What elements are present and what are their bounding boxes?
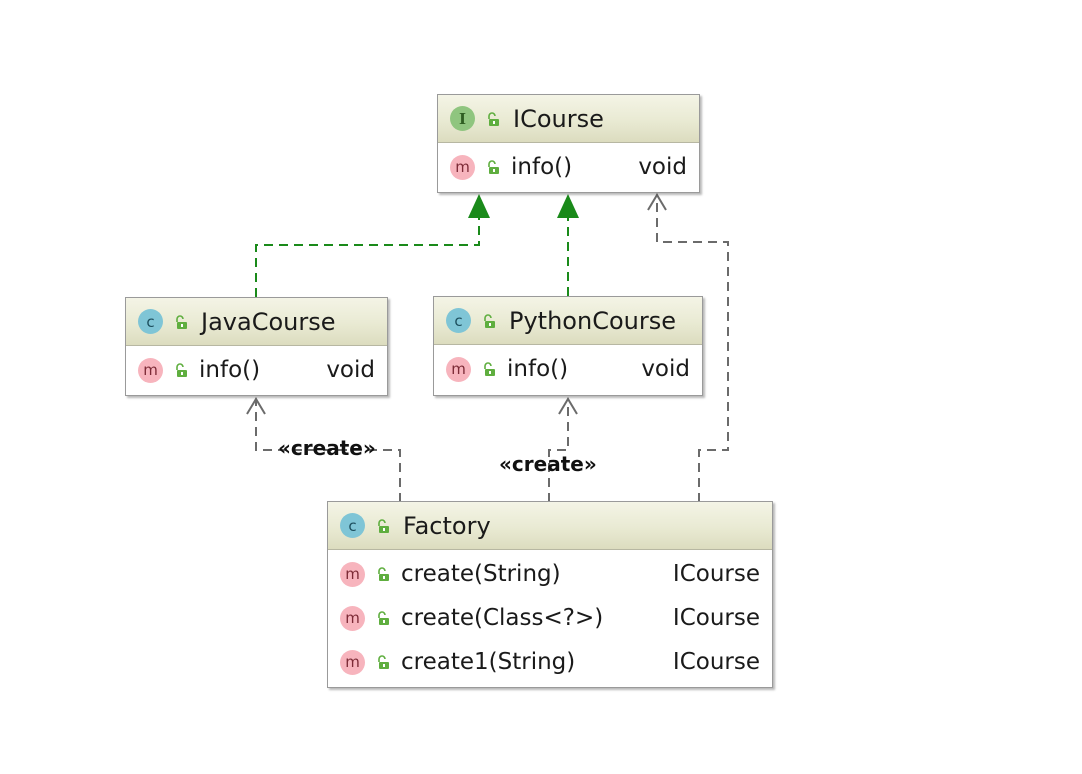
- javacourse-class-box[interactable]: c JavaCourse m info() void: [125, 297, 388, 396]
- factory-header: c Factory: [328, 502, 772, 550]
- create-arrowhead-javacourse: [246, 397, 266, 415]
- javacourse-header: c JavaCourse: [126, 298, 387, 346]
- factory-members: m create(String) ICourse m create(Class<…: [328, 550, 772, 684]
- pythoncourse-header: c PythonCourse: [434, 297, 702, 345]
- method-signature: create1(String): [401, 649, 576, 675]
- public-lock-icon: [378, 567, 389, 581]
- method-icon: m: [340, 561, 365, 587]
- method-icon: m: [446, 356, 471, 382]
- public-lock-icon: [488, 160, 499, 174]
- create-edge-pythoncourse[interactable]: [548, 400, 569, 502]
- create-edge-javacourse[interactable]: [255, 400, 401, 502]
- public-lock-icon: [176, 314, 187, 329]
- class-icon: c: [340, 513, 365, 538]
- factory-method-row[interactable]: m create1(String) ICourse: [328, 640, 772, 684]
- public-lock-icon: [488, 111, 499, 126]
- method-return-type: ICourse: [672, 605, 760, 631]
- factory-method-row[interactable]: m create(String) ICourse: [328, 552, 772, 596]
- factory-title: Factory: [403, 511, 491, 540]
- method-signature: create(Class<?>): [401, 605, 604, 631]
- public-lock-icon: [176, 363, 187, 377]
- public-lock-icon: [484, 362, 495, 376]
- implements-arrowhead-javacourse: [468, 194, 490, 218]
- javacourse-title: JavaCourse: [201, 307, 336, 336]
- public-lock-icon: [378, 611, 389, 625]
- icourse-method-row[interactable]: m info() void: [438, 145, 699, 189]
- pythoncourse-members: m info() void: [434, 345, 702, 391]
- icourse-header: I ICourse: [438, 95, 699, 143]
- dependency-arrowhead-icourse: [647, 193, 667, 211]
- class-icon: c: [446, 308, 471, 333]
- method-signature: create(String): [401, 561, 561, 587]
- method-return-type: void: [641, 356, 690, 382]
- factory-method-row[interactable]: m create(Class<?>) ICourse: [328, 596, 772, 640]
- dependency-edge-icourse[interactable]: [656, 196, 729, 502]
- icourse-title: ICourse: [513, 104, 604, 133]
- create-label-pythoncourse: «create»: [499, 452, 597, 476]
- create-arrowhead-pythoncourse: [558, 397, 578, 415]
- icourse-members: m info() void: [438, 143, 699, 189]
- create-label-javacourse: «create»: [278, 436, 376, 460]
- method-return-type: void: [638, 154, 687, 180]
- method-signature: info(): [507, 356, 569, 382]
- method-icon: m: [340, 605, 365, 631]
- implements-edge-javacourse[interactable]: [255, 218, 480, 297]
- method-return-type: ICourse: [672, 561, 760, 587]
- factory-class-box[interactable]: c Factory m create(String) ICourse m: [327, 501, 773, 688]
- public-lock-icon: [378, 518, 389, 533]
- public-lock-icon: [484, 313, 495, 328]
- method-icon: m: [450, 154, 475, 180]
- pythoncourse-title: PythonCourse: [509, 306, 676, 335]
- method-icon: m: [340, 649, 365, 675]
- class-icon: c: [138, 309, 163, 334]
- icourse-interface-box[interactable]: I ICourse m info() void: [437, 94, 700, 193]
- method-signature: info(): [199, 357, 261, 383]
- interface-icon: I: [450, 106, 475, 131]
- public-lock-icon: [378, 655, 389, 669]
- javacourse-method-row[interactable]: m info() void: [126, 348, 387, 392]
- implements-arrowhead-pythoncourse: [557, 194, 579, 218]
- pythoncourse-method-row[interactable]: m info() void: [434, 347, 702, 391]
- method-icon: m: [138, 357, 163, 383]
- javacourse-members: m info() void: [126, 346, 387, 392]
- method-return-type: void: [326, 357, 375, 383]
- pythoncourse-class-box[interactable]: c PythonCourse m info() void: [433, 296, 703, 396]
- method-signature: info(): [511, 154, 573, 180]
- method-return-type: ICourse: [672, 649, 760, 675]
